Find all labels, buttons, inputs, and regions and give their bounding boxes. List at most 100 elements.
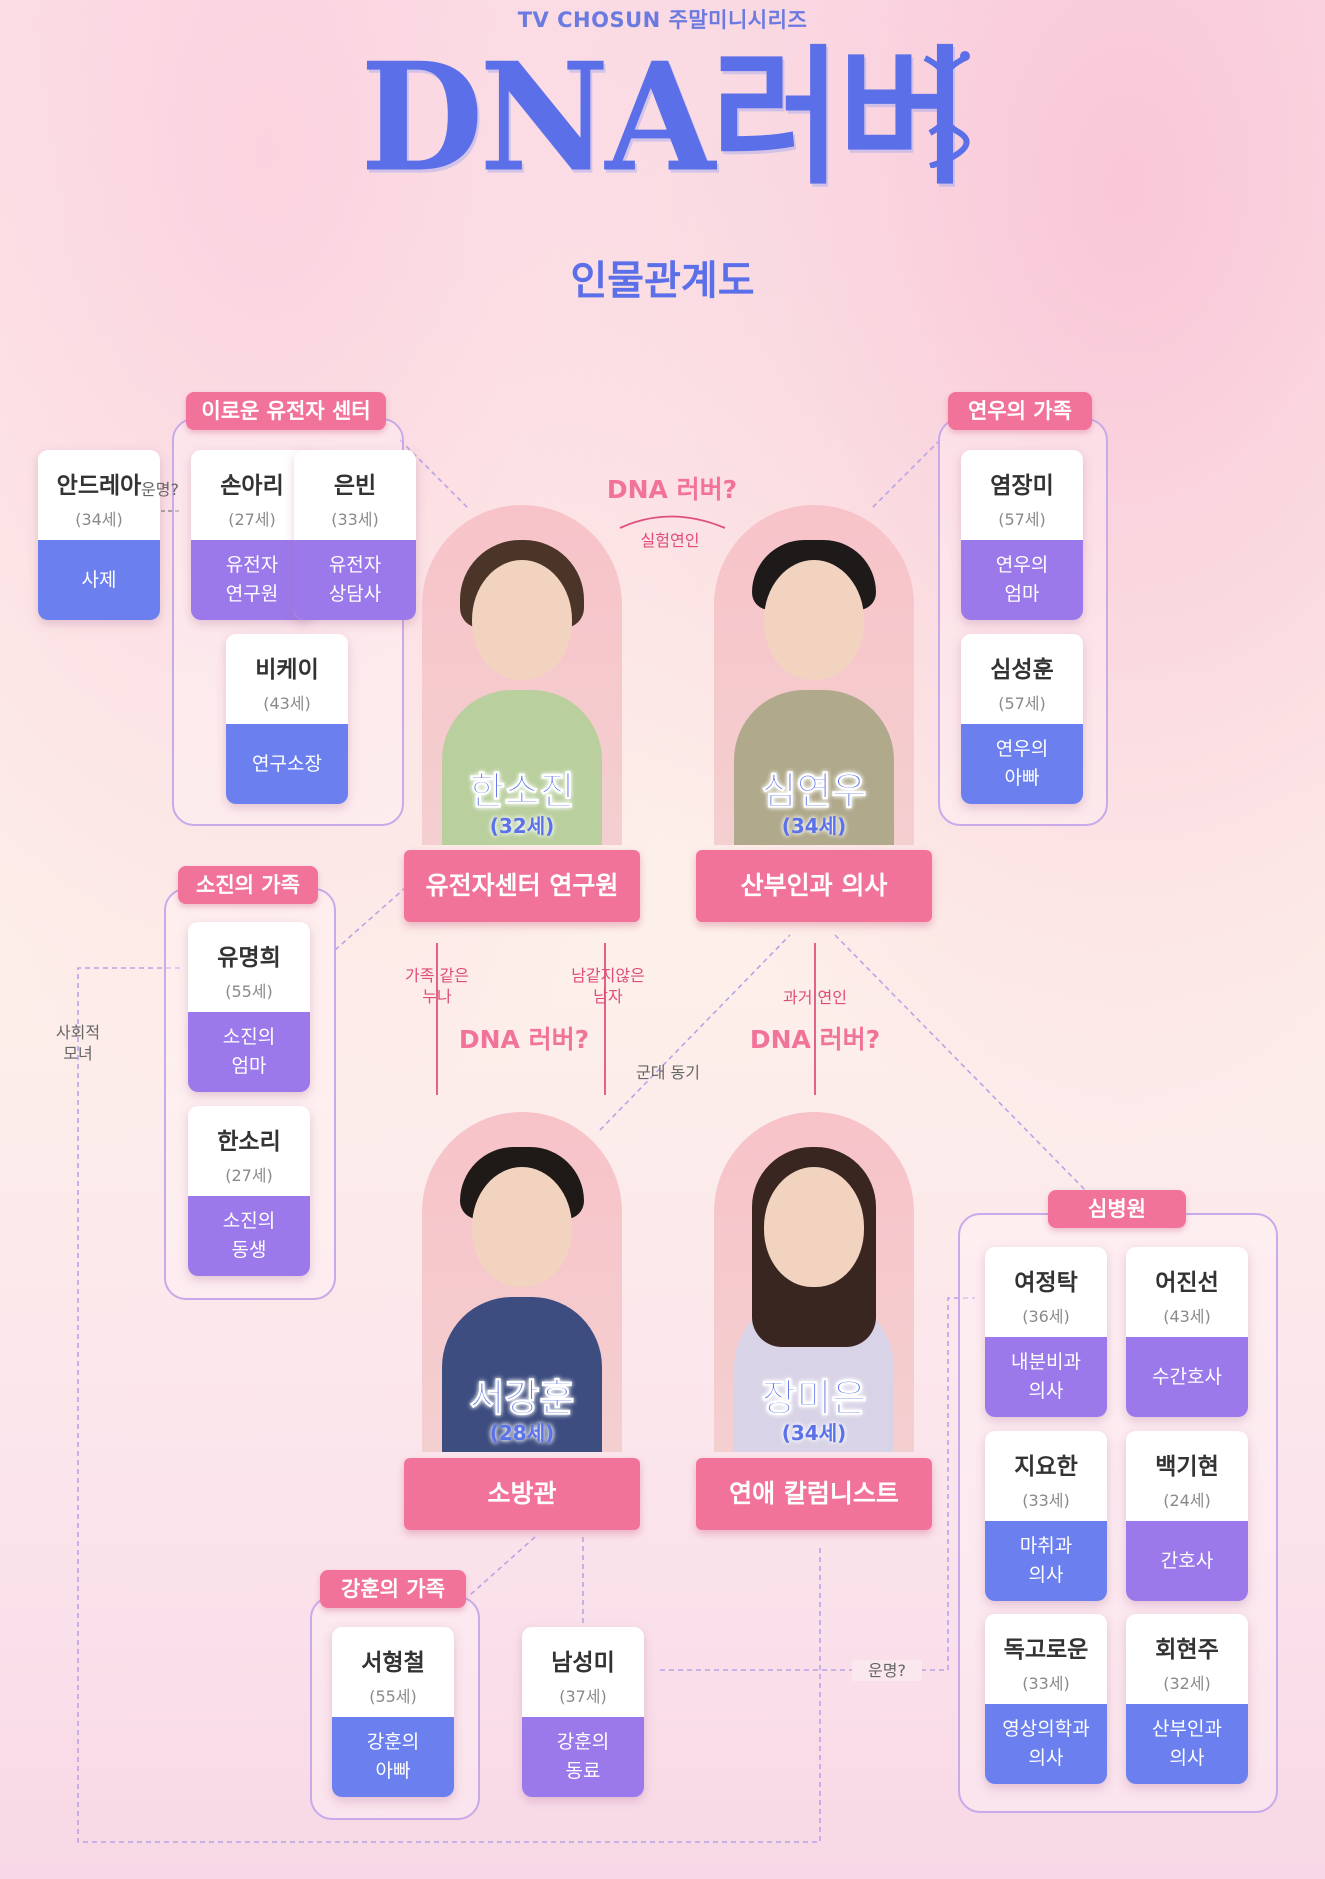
person-role: 유전자 연구원 [191,540,313,620]
card-eunbin: 은빈 (33세) 유전자 상담사 [294,450,416,620]
card-ji-yohan: 지요한 (33세) 마취과 의사 [985,1431,1107,1601]
person-role: 강훈의 아빠 [332,1717,454,1797]
relation-left-dna: DNA 러버? [458,1025,590,1054]
person-age: (27세) [228,510,276,529]
job-sim-yeonwoo: 산부인과 의사 [696,850,932,922]
line-center-sojin [399,439,471,511]
person-role: 산부인과 의사 [1126,1704,1248,1784]
person-name: 백기현 [1155,1454,1219,1480]
relation-social-mother-daughter: 사회적 모녀 [55,1023,101,1063]
relation-past-lovers: 과거 연인 [783,988,847,1007]
portrait-face [764,1167,864,1287]
person-age: (37세) [559,1687,607,1706]
broadcaster-label: TV CHOSUN 주말미니시리즈 [517,8,808,32]
relation-right-dna: DNA 러버? [749,1025,881,1054]
person-name: 서형철 [361,1650,425,1676]
person-name: 독고로운 [1003,1637,1089,1663]
line-social [77,967,821,1843]
person-age: (34세) [75,510,123,529]
person-role: 소진의 엄마 [188,1012,310,1092]
portrait-body [734,690,894,845]
person-age: (57세) [998,510,1046,529]
person-role: 유전자 상담사 [294,540,416,620]
person-age: (57세) [998,694,1046,713]
relation-top-dna: DNA 러버? [606,475,738,504]
card-bk: 비케이 (43세) 연구소장 [226,634,348,804]
person-name: 회현주 [1155,1637,1219,1663]
job-han-sojin: 유전자센터 연구원 [404,850,640,922]
person-name: 심성훈 [990,657,1054,683]
chart-title: 인물관계도 [570,258,755,304]
card-eo-jinseon: 어진선 (43세) 수간호사 [1126,1247,1248,1417]
portrait-face [764,560,864,680]
portrait-face [472,1167,572,1287]
person-age: (24세) [1163,1491,1211,1510]
line-family-yeonwoo [869,439,941,511]
job-seo-ganghoon: 소방관 [404,1458,640,1530]
person-role: 영상의학과 의사 [985,1704,1107,1784]
main-age: (34세) [781,814,847,838]
person-age: (27세) [225,1166,273,1185]
card-nam-seongmi: 남성미 (37세) 강훈의 동료 [522,1627,644,1797]
show-title: DNA러버 [360,30,968,206]
card-yu-myeonghee: 유명희 (55세) 소진의 엄마 [188,922,310,1092]
main-name: 장미은 [761,1376,867,1421]
person-role: 연우의 엄마 [961,540,1083,620]
yeonwoo-family-label: 연우의 가족 [948,392,1092,430]
hospital-label: 심병원 [1048,1190,1186,1228]
card-yeom-jangmi: 염장미 (57세) 연우의 엄마 [961,450,1083,620]
person-role: 사제 [38,540,160,620]
person-name: 지요한 [1014,1454,1078,1480]
arrow-top-dna [619,515,726,529]
line-ganghoon-family [469,1536,536,1596]
sojin-family-label: 소진의 가족 [178,866,318,904]
relation-not-stranger: 남같지않은 남자 [571,966,645,1006]
line-sojinfamily-sojin [334,887,406,951]
person-age: (32세) [1163,1674,1211,1693]
person-name: 은빈 [333,473,377,499]
person-role: 연우의 아빠 [961,724,1083,804]
person-name: 유명희 [217,945,281,971]
person-name: 안드레아 [56,473,142,499]
relation-fate-2: 운명? [852,1660,922,1681]
person-role: 수간호사 [1126,1337,1248,1417]
person-name: 남성미 [551,1650,615,1676]
main-age: (32세) [489,814,555,838]
card-andrea: 안드레아 (34세) 사제 [38,450,160,620]
portrait-jang-mieun: 장미은 (34세) [714,1112,914,1452]
main-name: 심연우 [761,769,867,814]
portrait-han-sojin: 한소진 (32세) [422,505,622,845]
person-name: 염장미 [990,473,1054,499]
card-dok-goroun: 독고로운 (33세) 영상의학과 의사 [985,1614,1107,1784]
portrait-body [442,1297,602,1452]
relation-experiment-lovers: 실험연인 [640,531,700,550]
person-age: (33세) [1022,1674,1070,1693]
person-name: 어진선 [1155,1270,1219,1296]
line-army [599,934,791,1131]
portrait-body [442,690,602,845]
person-name: 한소리 [217,1129,281,1155]
person-age: (36세) [1022,1307,1070,1326]
person-role: 강훈의 동료 [522,1717,644,1797]
portrait-sim-yeonwoo: 심연우 (34세) [714,505,914,845]
card-yeo-jeongtak: 여정탁 (36세) 내분비과 의사 [985,1247,1107,1417]
person-role: 마취과 의사 [985,1521,1107,1601]
relation-fate-1: 운명? [141,480,179,499]
main-name: 서강훈 [469,1376,575,1421]
card-hoe-hyeonju: 회현주 (32세) 산부인과 의사 [1126,1614,1248,1784]
person-role: 소진의 동생 [188,1196,310,1276]
person-name: 비케이 [255,657,319,683]
ganghoon-family-label: 강훈의 가족 [320,1570,466,1608]
card-seo-hyeongcheol: 서형철 (55세) 강훈의 아빠 [332,1627,454,1797]
dna-helix-icon [923,51,970,168]
person-age: (55세) [369,1687,417,1706]
main-age: (34세) [781,1421,847,1445]
card-han-sori: 한소리 (27세) 소진의 동생 [188,1106,310,1276]
card-son-ari: 손아리 (27세) 유전자 연구원 [191,450,313,620]
job-jang-mieun: 연애 칼럼니스트 [696,1458,932,1530]
person-age: (33세) [1022,1491,1070,1510]
person-name: 손아리 [220,473,284,499]
line-yeonwoo-hospital [834,934,1091,1196]
person-age: (33세) [331,510,379,529]
